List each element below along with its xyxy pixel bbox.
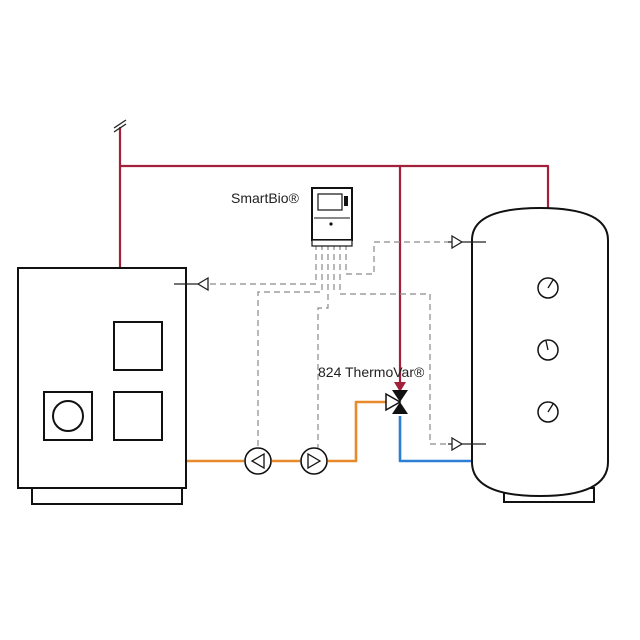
- controller: [311, 187, 353, 247]
- thermometer-icon: [537, 401, 559, 423]
- temperature-sensor-icon: [448, 234, 486, 250]
- chimney-icon: [113, 119, 127, 133]
- boiler-base: [31, 487, 183, 505]
- temperature-sensor-icon: [448, 436, 486, 452]
- controller-label: SmartBio®: [231, 190, 300, 206]
- valve-label: 824 ThermoVar®: [318, 364, 425, 380]
- valve-top-icon: [392, 390, 408, 402]
- cold-return-line: [398, 416, 472, 463]
- three-way-valve: [385, 390, 408, 414]
- circulation-pump: [300, 447, 328, 475]
- circulation-pump: [244, 447, 272, 475]
- valve-inlet-icon: [385, 392, 402, 412]
- signal-lines: [206, 241, 448, 450]
- warm-return-line: [186, 400, 386, 463]
- supply-line: [118, 126, 550, 392]
- boiler-panel: [113, 391, 163, 441]
- controller-button: [344, 196, 348, 206]
- supply-arrow-icon: [394, 382, 406, 392]
- burner-window-icon: [52, 400, 84, 432]
- temperature-sensor-icon: [174, 276, 209, 292]
- boiler: [17, 267, 187, 505]
- controller-terminal: [311, 239, 353, 247]
- controller-display: [317, 193, 343, 211]
- controller-led-icon: [329, 222, 333, 226]
- buffer-tank: [471, 206, 609, 503]
- thermometer-icon: [537, 277, 559, 299]
- thermometer-icon: [537, 339, 559, 361]
- boiler-panel: [113, 321, 163, 371]
- boiler-body: [17, 267, 187, 489]
- valve-bottom-icon: [392, 402, 408, 414]
